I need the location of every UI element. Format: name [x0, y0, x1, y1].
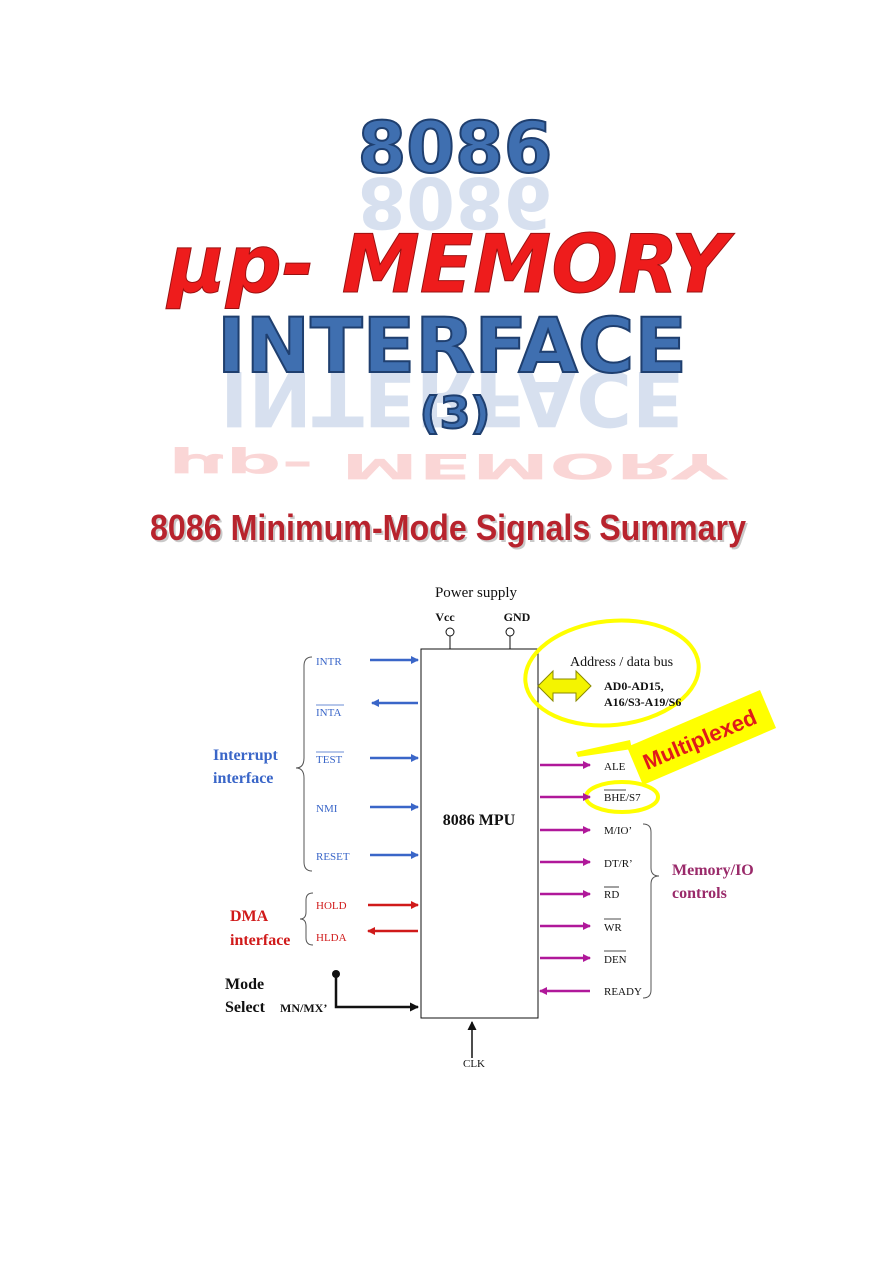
interrupt-brace	[295, 656, 313, 872]
pin-label-ready: READY	[604, 986, 642, 998]
pin-label-intr: INTR	[316, 656, 342, 668]
right-pins: ALE BHE/S7 M/IO’ DT/R’ RD WR DEN READY	[539, 761, 642, 998]
gnd-label: GND	[504, 610, 531, 624]
pin-label-test: TEST	[316, 754, 343, 766]
mode-group-label-line1: Mode	[225, 976, 264, 993]
interrupt-group-label-line1: Interrupt	[213, 747, 279, 764]
address-bus-highlight	[523, 618, 701, 728]
title-line1-reflection: 8086	[358, 161, 553, 243]
pin-label-nmi: NMI	[316, 803, 338, 815]
title-line3: INTERFACE	[217, 301, 687, 390]
block-diagram: Power supply Vcc GND 8086 MPU CLK INTR I…	[213, 585, 776, 1070]
memio-group-label-line2: controls	[672, 885, 727, 902]
mode-group-label-line2: Select	[225, 999, 266, 1016]
address-bus-line2: A16/S3-A19/S6	[604, 695, 681, 709]
mode-pin-label: MN/MX’	[280, 1001, 327, 1015]
pin-label-wr: WR	[604, 922, 622, 934]
vcc-label: Vcc	[435, 610, 455, 624]
left-pins: INTR INTA TEST NMI RESET HOLD HLDA	[316, 656, 419, 944]
title-line2: µp- MEMORY	[165, 218, 735, 311]
mode-select-arrow	[334, 976, 419, 1012]
title: 8086 µp- MEMORY INTERFACE 8086 µp- MEMOR…	[165, 106, 736, 486]
pin-label-dtr: DT/R’	[604, 858, 633, 870]
vcc-terminal	[445, 627, 455, 637]
power-supply-label: Power supply	[435, 585, 518, 601]
title-line3-reflection: INTERFACE	[220, 354, 684, 443]
title-line2-reflection: µp- MEMORY	[168, 445, 729, 486]
pin-label-hlda: HLDA	[316, 932, 347, 944]
multiplexed-banner	[627, 690, 776, 785]
address-bus-label: Address / data bus	[570, 655, 673, 670]
pin-label-bhe: BHE/S7	[604, 792, 641, 804]
dma-group-label-line1: DMA	[230, 908, 269, 925]
interrupt-group-label-line2: interface	[213, 770, 273, 787]
address-bus-arrow	[537, 669, 592, 703]
memio-group-label-line1: Memory/IO	[672, 862, 754, 879]
gnd-terminal	[505, 627, 515, 637]
mode-select-terminal	[332, 970, 340, 978]
memio-brace	[642, 823, 660, 999]
pin-label-den: DEN	[604, 954, 627, 966]
section-heading-shadow: 8086 Minimum-Mode Signals Summary	[152, 509, 748, 550]
pin-label-reset: RESET	[316, 851, 350, 863]
pin-label-hold: HOLD	[316, 900, 347, 912]
dma-brace	[299, 892, 314, 946]
address-bus-line1: AD0-AD15,	[604, 679, 664, 693]
clk-label: CLK	[463, 1058, 485, 1070]
pin-label-ale: ALE	[604, 761, 626, 773]
pin-label-mio: M/IO’	[604, 825, 632, 837]
pin-label-rd: RD	[604, 889, 619, 901]
mpu-box	[420, 648, 539, 1019]
multiplexed-pointer	[576, 740, 632, 757]
section-heading: 8086 Minimum-Mode Signals Summary	[150, 507, 746, 548]
dma-group-label-line2: interface	[230, 932, 290, 949]
mpu-label: 8086 MPU	[443, 812, 516, 829]
pin-label-inta: INTA	[316, 707, 341, 719]
title-line1: 8086	[358, 107, 553, 189]
title-line4: (3)	[420, 388, 491, 439]
